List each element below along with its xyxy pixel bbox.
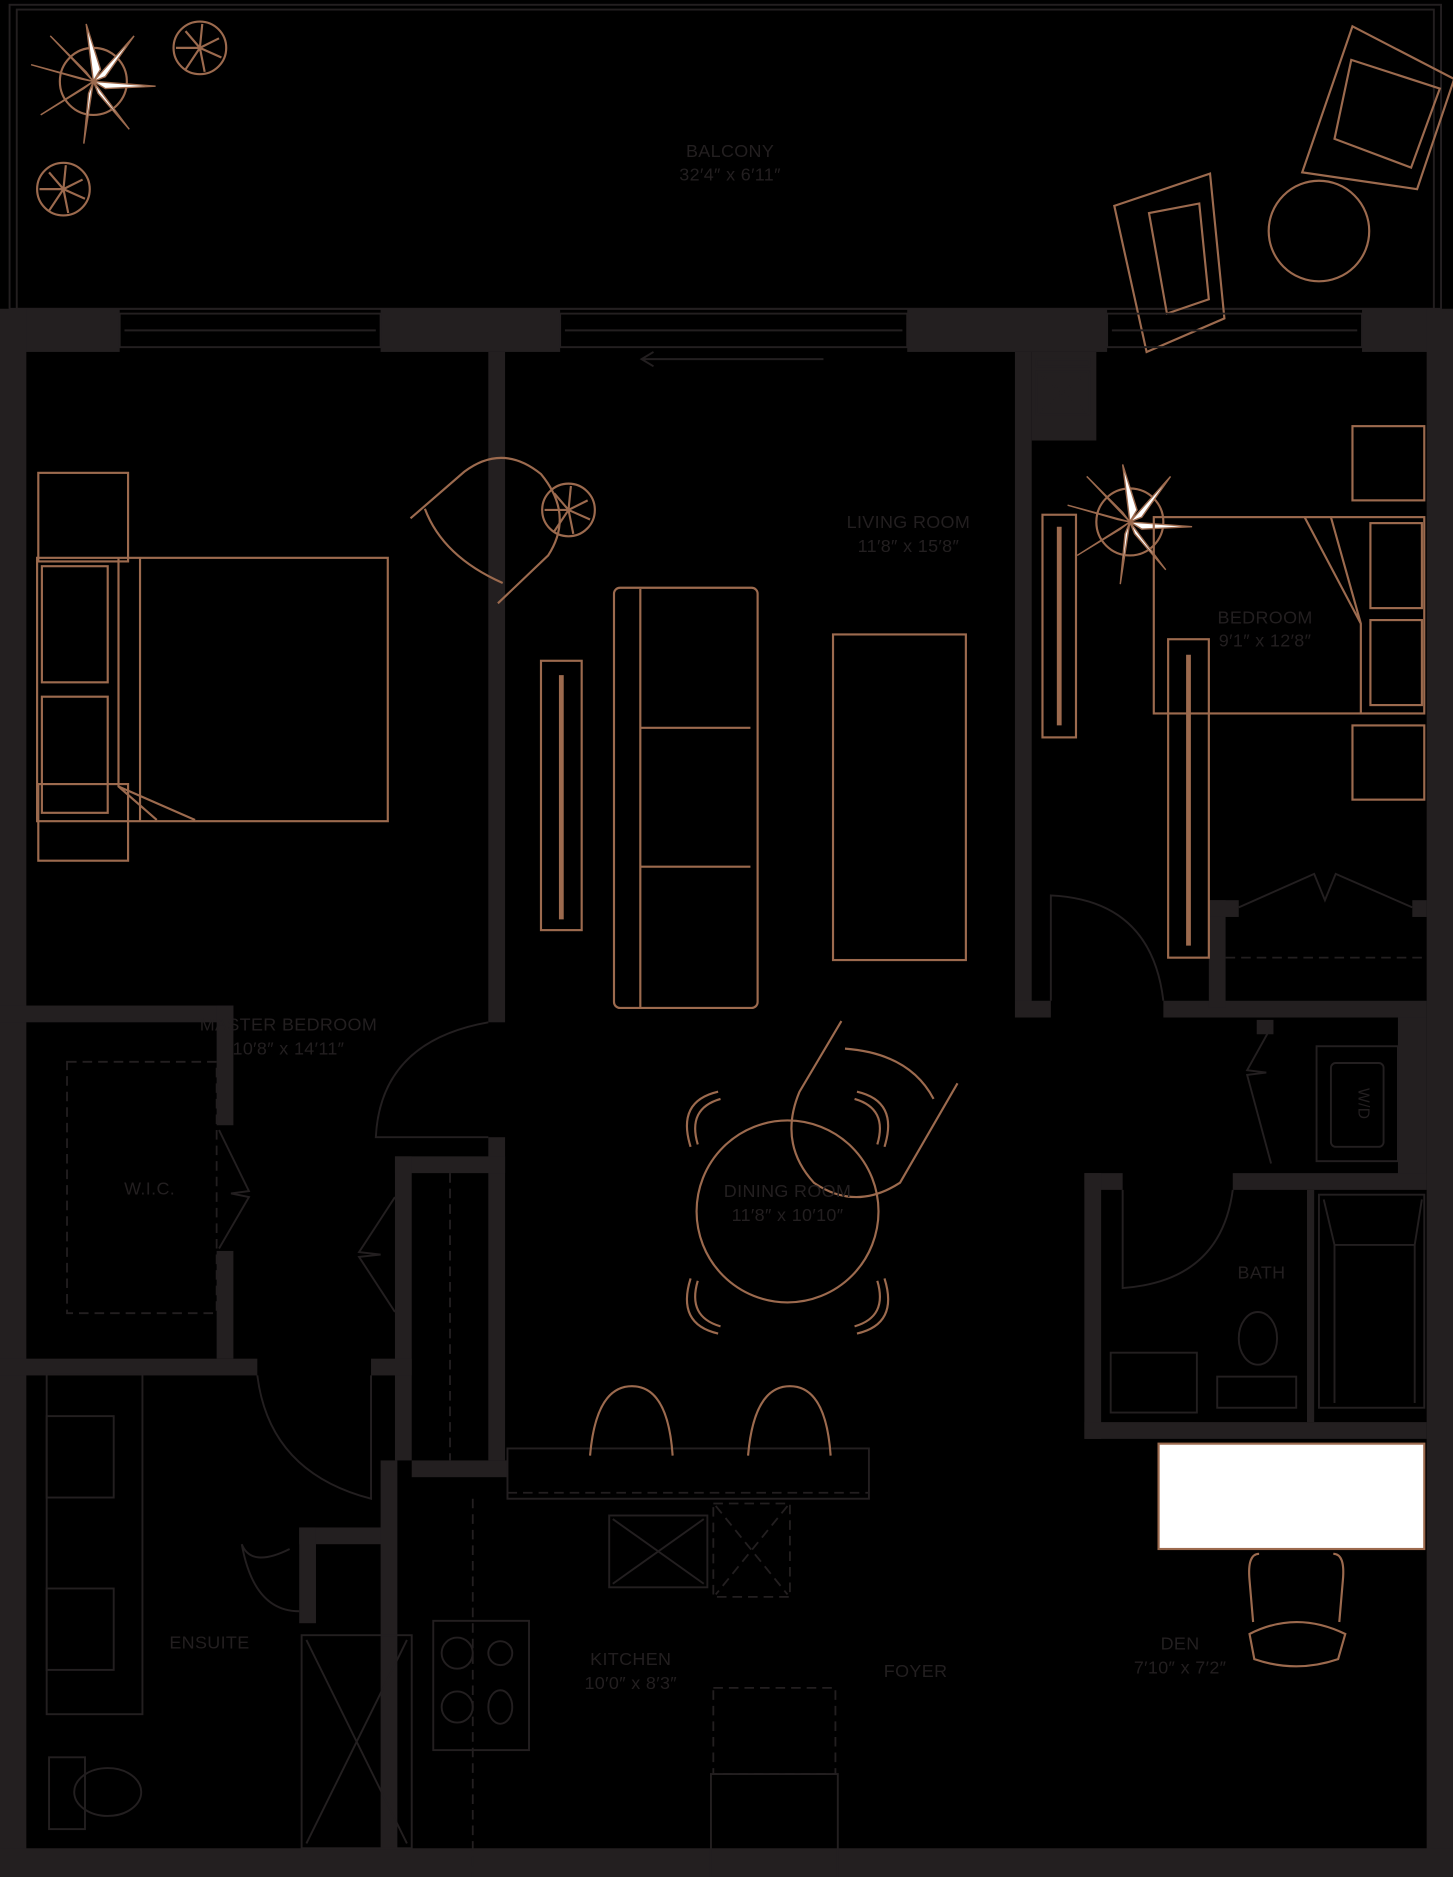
door-swing: [256, 1375, 372, 1500]
side-table-icon: [1267, 179, 1371, 283]
interior-walls: [0, 351, 1427, 1849]
island-counter: [506, 1447, 870, 1500]
toilet-icon: [73, 1767, 143, 1817]
living-room-name: LIVING ROOM: [847, 512, 971, 532]
foyer-name: FOYER: [884, 1661, 948, 1681]
potted-plant-icon: [172, 20, 228, 76]
bed-icon: [1152, 516, 1426, 715]
master-bedroom: MASTER BEDROOM 10′8″ x 14′11″: [36, 456, 583, 1139]
door-swing: [1121, 1189, 1234, 1290]
nightstand-icon: [1351, 724, 1426, 801]
ensuite: ENSUITE: [45, 1373, 413, 1850]
living-room-dimensions: 11′8″ x 15′8″: [858, 536, 960, 556]
plant-icon: [1067, 464, 1193, 585]
bath-name: BATH: [1238, 1262, 1286, 1282]
potted-plant-icon: [36, 161, 91, 217]
laundry-name: W/D: [1354, 1088, 1371, 1119]
den-dimensions: 7′10″ x 7′2″: [1134, 1657, 1227, 1677]
dining-chair-icon: [685, 1090, 721, 1148]
nightstand-icon: [37, 471, 130, 563]
sink-icon: [608, 1514, 709, 1589]
dishwasher-icon: [712, 1502, 791, 1598]
sink-icon: [45, 1415, 115, 1499]
bifold-door: [218, 1129, 251, 1250]
coffee-table-icon: [831, 633, 967, 962]
stove-icon: [432, 1619, 530, 1752]
exterior-walls: [0, 308, 1453, 1877]
master-bedroom-dimensions: 10′8″ x 14′11″: [233, 1039, 345, 1059]
lounge-chair-icon: [1300, 24, 1453, 191]
sofa-icon: [612, 586, 759, 1010]
lounge-chair-icon: [1113, 172, 1226, 354]
master-bedroom-name: MASTER BEDROOM: [200, 1015, 377, 1035]
dining-table-icon: [695, 1119, 880, 1304]
kitchen: KITCHEN 10′0″ x 8′3″: [432, 1385, 870, 1877]
tv-console-icon: [1167, 638, 1210, 959]
bedroom: BEDROOM 9′1″ x 12′8″: [1035, 358, 1427, 1001]
accent-chair-icon: [790, 1020, 959, 1199]
balcony: BALCONY 32′4″ x 6′11″: [8, 3, 1453, 354]
dining-chair-icon: [854, 1090, 890, 1148]
bar-stool-icon: [588, 1385, 674, 1456]
foyer: FOYER: [884, 1661, 948, 1681]
dining-room: DINING ROOM 11′8″ x 10′10″: [685, 1090, 890, 1335]
dining-chair-icon: [685, 1278, 721, 1335]
den-name: DEN: [1161, 1634, 1200, 1654]
laundry-bath: W/D BATH: [1109, 1026, 1426, 1414]
living-room: LIVING ROOM 11′8″ x 15′8″: [541, 464, 1210, 1199]
windows: [118, 312, 1363, 368]
door-swing: [1049, 894, 1165, 1001]
kitchen-dimensions: 10′0″ x 8′3″: [584, 1673, 677, 1693]
shower-icon: [300, 1634, 413, 1850]
dining-room-dimensions: 11′8″ x 10′10″: [732, 1205, 844, 1225]
bathtub-icon: [1317, 1193, 1426, 1409]
wic-name: W.I.C.: [124, 1179, 175, 1199]
kitchen-name: KITCHEN: [590, 1649, 671, 1669]
closet-bifold-door: [1238, 872, 1413, 909]
bar-stool-icon: [746, 1385, 832, 1456]
sink-icon: [45, 1587, 115, 1671]
bedroom-name: BEDROOM: [1217, 608, 1312, 628]
accent-chair-icon: [409, 456, 561, 605]
toilet-icon: [1237, 1311, 1279, 1366]
tv-console-icon: [539, 659, 583, 932]
bed-icon: [36, 556, 389, 823]
balcony-name: BALCONY: [686, 141, 774, 161]
nightstand-icon: [1351, 425, 1426, 502]
sink-icon: [1109, 1351, 1198, 1414]
walk-in-closet: W.I.C.: [66, 1060, 451, 1461]
balcony-railing-inner: [15, 8, 1435, 310]
nightstand-icon: [37, 783, 130, 862]
door-swing: [374, 1021, 489, 1139]
desk-chair-icon: [1248, 1552, 1347, 1668]
dining-room-name: DINING ROOM: [724, 1181, 852, 1201]
plant-icon: [30, 23, 156, 144]
ensuite-name: ENSUITE: [169, 1632, 249, 1652]
door-swing: [240, 1543, 300, 1613]
potted-plant-icon: [541, 482, 596, 538]
desk-icon: [1157, 1442, 1426, 1551]
balcony-dimensions: 32′4″ x 6′11″: [679, 165, 781, 185]
den: DEN 7′10″ x 7′2″: [1134, 1442, 1426, 1677]
fridge-icon: [712, 1686, 837, 1775]
bifold-door: [1245, 1026, 1273, 1164]
dining-chair-icon: [854, 1278, 890, 1335]
sliding-door-arrow-icon: [639, 351, 824, 368]
tv-console-icon: [1041, 513, 1078, 739]
bedroom-dimensions: 9′1″ x 12′8″: [1219, 630, 1312, 650]
bifold-door: [357, 1196, 396, 1313]
